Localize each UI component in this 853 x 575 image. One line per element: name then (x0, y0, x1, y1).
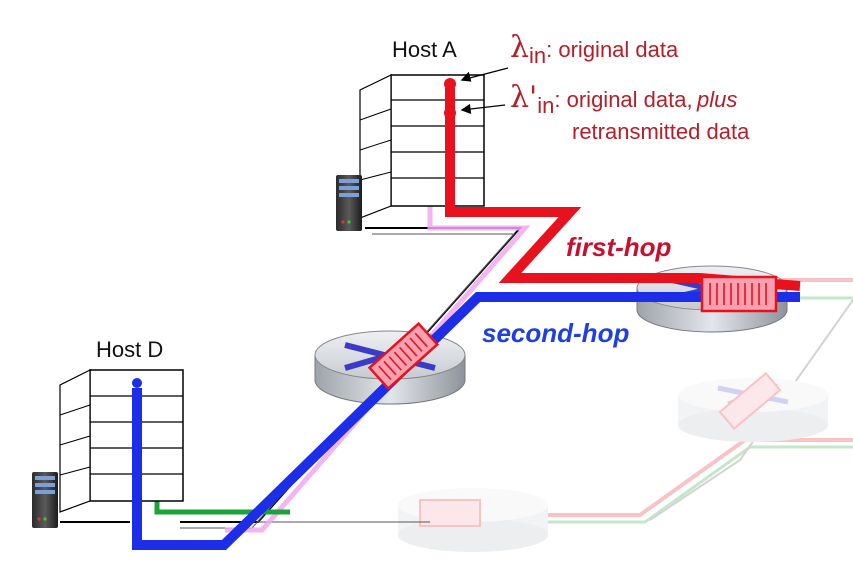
lambda-prime-annotation: λ'in: original data, plus (510, 80, 737, 119)
host-d-label: Host D (96, 337, 164, 362)
host-a-label: Host A (392, 37, 457, 62)
faded-router-right (678, 371, 828, 442)
server-icon (336, 175, 362, 231)
server-icon (32, 472, 58, 528)
lambda-prime-description-line2: retransmitted data (572, 119, 750, 144)
first-hop-label: first-hop (566, 232, 672, 262)
lambda-prime-description: : original data, (554, 87, 693, 112)
host-a-buffer (359, 74, 485, 219)
lambda-subscript: in (529, 43, 547, 68)
lambda-prime-plus: plus (697, 87, 738, 112)
lambda-prime-symbol: λ' (510, 80, 538, 115)
host-d-buffer (59, 369, 184, 513)
packet-dot (444, 107, 456, 119)
second-hop-label: second-hop (482, 318, 630, 348)
lambda-description: : original data (546, 37, 679, 62)
lambda-prime-subscript: in (537, 93, 555, 118)
lambda-in-annotation: λin: original data (510, 30, 678, 69)
lambda-symbol: λ (510, 30, 530, 65)
annotation-arrows (460, 67, 509, 114)
packet-dot (444, 78, 456, 90)
router-right-queue (700, 275, 778, 313)
router-center-queue (367, 321, 440, 391)
packet-dot (132, 405, 142, 415)
packet-dot (132, 378, 142, 388)
faded-router-bottom (398, 488, 548, 552)
blue-flow (132, 292, 800, 550)
